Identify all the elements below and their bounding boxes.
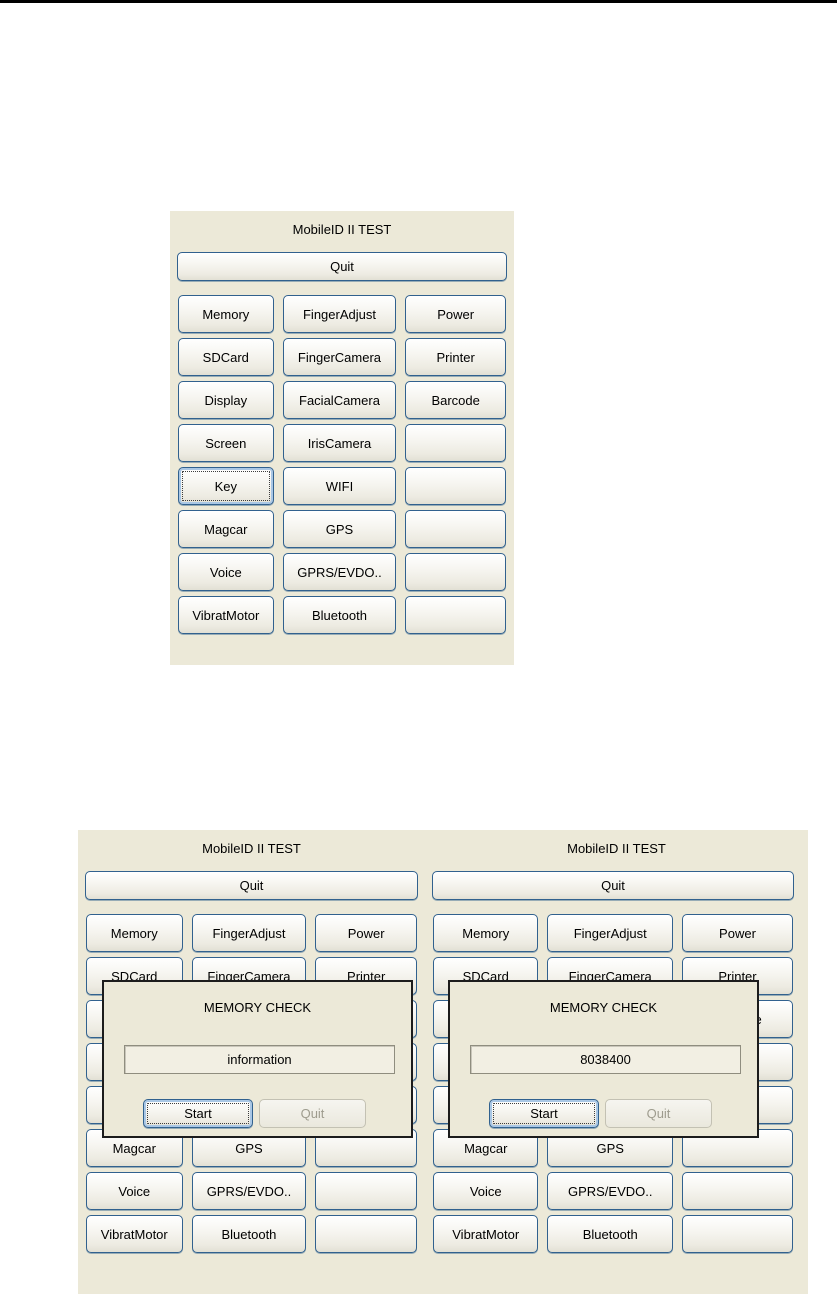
test-button-screen[interactable]: Screen xyxy=(178,424,274,462)
dialog-title: MEMORY CHECK xyxy=(203,1000,312,1015)
test-button-vibratmotor[interactable]: VibratMotor xyxy=(178,596,274,634)
test-button-power[interactable]: Power xyxy=(315,914,417,952)
quit-button[interactable]: Quit xyxy=(432,871,794,900)
app-title: MobileID II TEST xyxy=(292,222,392,237)
test-button-fingercamera[interactable]: FingerCamera xyxy=(282,338,397,376)
memory-check-dialog-right: MEMORY CHECK 8038400 Start Quit xyxy=(448,980,759,1138)
test-button-power[interactable]: Power xyxy=(405,295,506,333)
test-button-facialcamera[interactable]: FacialCamera xyxy=(282,381,397,419)
test-button-empty[interactable] xyxy=(405,553,506,591)
test-button-power[interactable]: Power xyxy=(681,914,793,952)
test-button-magcar[interactable]: Magcar xyxy=(178,510,274,548)
quit-row: Quit xyxy=(177,252,507,281)
app-title: MobileID II TEST xyxy=(567,841,666,856)
test-button-empty[interactable] xyxy=(315,1172,417,1210)
test-button-empty[interactable] xyxy=(405,424,506,462)
test-button-printer[interactable]: Printer xyxy=(405,338,506,376)
app-title: MobileID II TEST xyxy=(202,841,301,856)
test-button-voice[interactable]: Voice xyxy=(178,553,274,591)
test-button-memory[interactable]: Memory xyxy=(86,914,183,952)
test-button-gprs-evdo[interactable]: GPRS/EVDO.. xyxy=(191,1172,307,1210)
test-button-empty[interactable] xyxy=(681,1172,793,1210)
test-button-fingeradjust[interactable]: FingerAdjust xyxy=(547,914,673,952)
test-button-fingeradjust[interactable]: FingerAdjust xyxy=(282,295,397,333)
test-button-key[interactable]: Key xyxy=(178,467,274,505)
test-button-barcode[interactable]: Barcode xyxy=(405,381,506,419)
memory-info-field: 8038400 xyxy=(470,1045,741,1074)
test-button-iriscamera[interactable]: IrisCamera xyxy=(282,424,397,462)
test-button-bluetooth[interactable]: Bluetooth xyxy=(282,596,397,634)
test-button-empty[interactable] xyxy=(405,510,506,548)
quit-row: Quit xyxy=(85,871,418,900)
test-button-vibratmotor[interactable]: VibratMotor xyxy=(86,1215,183,1253)
test-button-empty[interactable] xyxy=(681,1215,793,1253)
test-button-voice[interactable]: Voice xyxy=(433,1172,539,1210)
test-button-sdcard[interactable]: SDCard xyxy=(178,338,274,376)
dialog-title: MEMORY CHECK xyxy=(549,1000,658,1015)
test-button-voice[interactable]: Voice xyxy=(86,1172,183,1210)
test-button-display[interactable]: Display xyxy=(178,381,274,419)
memory-check-dialog-left: MEMORY CHECK information Start Quit xyxy=(102,980,413,1138)
start-button[interactable]: Start xyxy=(143,1099,253,1128)
test-button-gps[interactable]: GPS xyxy=(282,510,397,548)
test-button-empty[interactable] xyxy=(315,1215,417,1253)
test-button-bluetooth[interactable]: Bluetooth xyxy=(191,1215,307,1253)
test-button-wifi[interactable]: WIFI xyxy=(282,467,397,505)
quit-button[interactable]: Quit xyxy=(177,252,507,281)
dialog-quit-button[interactable]: Quit xyxy=(259,1099,366,1128)
page-top-rule xyxy=(0,0,837,3)
test-button-gprs-evdo[interactable]: GPRS/EVDO.. xyxy=(282,553,397,591)
test-button-memory[interactable]: Memory xyxy=(433,914,539,952)
test-button-bluetooth[interactable]: Bluetooth xyxy=(547,1215,673,1253)
dialog-quit-button[interactable]: Quit xyxy=(605,1099,712,1128)
memory-info-field: information xyxy=(124,1045,395,1074)
test-button-empty[interactable] xyxy=(405,596,506,634)
quit-row: Quit xyxy=(432,871,794,900)
quit-button[interactable]: Quit xyxy=(85,871,418,900)
test-button-fingeradjust[interactable]: FingerAdjust xyxy=(191,914,307,952)
test-button-vibratmotor[interactable]: VibratMotor xyxy=(433,1215,539,1253)
start-button[interactable]: Start xyxy=(489,1099,599,1128)
test-button-memory[interactable]: Memory xyxy=(178,295,274,333)
dialog-button-row: Start Quit xyxy=(489,1099,712,1128)
dialog-button-row: Start Quit xyxy=(143,1099,366,1128)
test-button-gprs-evdo[interactable]: GPRS/EVDO.. xyxy=(547,1172,673,1210)
test-button-empty[interactable] xyxy=(405,467,506,505)
